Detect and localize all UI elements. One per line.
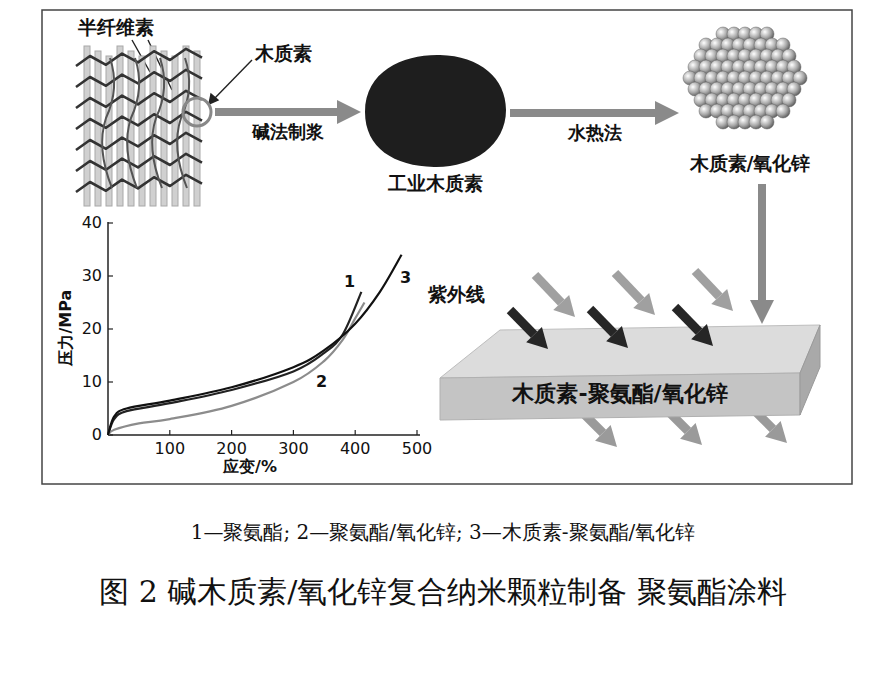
process-arrow (750, 184, 774, 324)
x-tick: 500 (402, 439, 433, 458)
figure-caption: 图 2 碱木质素/氧化锌复合纳米颗粒制备 聚氨酯涂料 (93, 566, 793, 619)
curve-number: 3 (400, 268, 411, 287)
legend-line: 1—聚氨酯; 2—聚氨酯/氧化锌; 3—木质素-聚氨酯/氧化锌 (191, 520, 696, 544)
y-tick: 30 (82, 266, 102, 285)
fiber-bundle: 半纤维素木质素 (70, 38, 220, 210)
y-axis-title: 压力/MPa (56, 290, 75, 366)
curve-number: 2 (316, 372, 327, 391)
y-tick: 10 (82, 372, 102, 391)
coating-slab-drawing (425, 265, 850, 455)
curve-number: 1 (344, 272, 355, 291)
edge-label: 碱法制浆 (249, 121, 327, 143)
fiber-bundle-drawing (70, 38, 220, 210)
y-tick: 20 (82, 319, 102, 338)
x-tick: 300 (278, 439, 309, 458)
frame (42, 10, 852, 484)
stress-strain-chart (108, 222, 420, 435)
x-tick: 100 (155, 439, 186, 458)
y-tick: 40 (82, 213, 102, 232)
slab-label: 木质素-聚氨酯/氧化锌 (440, 381, 800, 407)
blob-label: 工业木质素 (360, 172, 510, 195)
lignin-blob: 工业木质素 (360, 50, 510, 200)
lignin-label: 木质素 (255, 42, 312, 65)
y-tick: 0 (92, 425, 102, 444)
uv-label: 紫外线 (428, 283, 485, 306)
coating-slab: 木质素-聚氨酯/氧化锌 (425, 265, 850, 455)
cluster-label: 木质素/氧化锌 (650, 152, 850, 175)
nanoparticle-cluster: 木质素/氧化锌 (650, 10, 850, 180)
edge-label: 水热法 (565, 122, 625, 144)
x-tick: 400 (340, 439, 371, 458)
x-axis-title: 应变/% (223, 457, 277, 476)
x-tick: 200 (216, 439, 247, 458)
hemicellulose-label: 半纤维素 (78, 16, 154, 39)
